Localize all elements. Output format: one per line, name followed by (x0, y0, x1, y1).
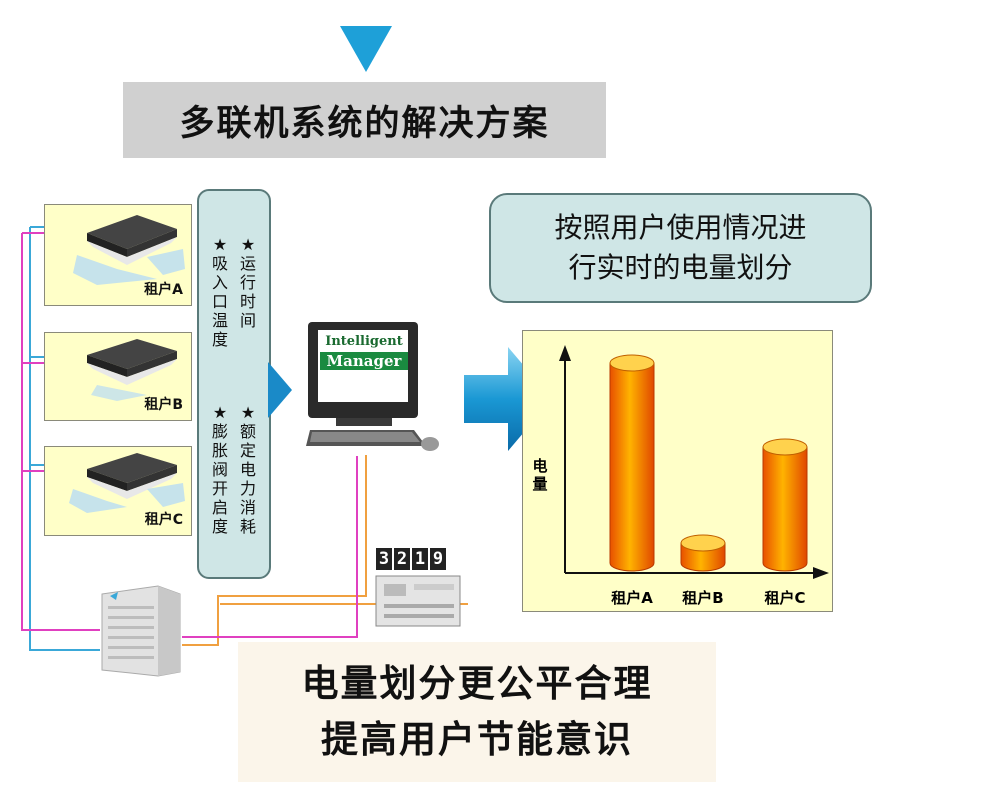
arrow-right-icon (268, 362, 292, 418)
tenant-label: 租户A (144, 282, 183, 298)
x-axis-arrow (813, 567, 829, 579)
conclusion-line1: 电量划分更公平合理 (301, 662, 653, 705)
tenant-panel-a: 租户A (44, 204, 192, 306)
page-title: 多联机系统的解决方案 (123, 82, 606, 158)
tenant-panel-b: 租户B (44, 332, 192, 421)
data-collection-panel: ★运行时间 ★吸入口温度 ★额定电力消耗 ★膨胀阀开启度 (197, 189, 271, 579)
description-line2: 行实时的电量划分 (568, 251, 793, 284)
info-column-valve-opening: ★膨胀阀开启度 (211, 403, 228, 536)
bar-1 (609, 354, 655, 572)
x-tick-label: 租户B (682, 589, 723, 607)
conclusion-line2: 提高用户节能意识 (321, 718, 633, 761)
x-tick-label: 租户A (611, 589, 653, 607)
logo-line1: Intelligent (325, 334, 403, 349)
power-meter-icon (375, 575, 461, 627)
down-arrow-icon (340, 26, 392, 72)
logo-line2: Manager (320, 352, 408, 370)
meter-digit: 9 (430, 548, 446, 570)
y-axis-label: 电量 (532, 457, 548, 493)
meter-digits: 3 2 1 9 (376, 548, 446, 570)
meter-digit: 3 (376, 548, 392, 570)
allocation-description: 按照用户使用情况进 行实时的电量划分 (489, 193, 872, 303)
conclusion-box: 电量划分更公平合理 提高用户节能意识 (238, 642, 716, 782)
ceiling-ac-unit-icon (73, 215, 185, 285)
info-column-runtime: ★运行时间 (239, 235, 256, 330)
tenant-panel-c: 租户C (44, 446, 192, 536)
bar-3 (762, 438, 808, 572)
tenant-label: 租户C (144, 512, 183, 528)
meter-digit: 1 (412, 548, 428, 570)
chart-panel: 租户A 租户B 租户C 电量 (522, 330, 833, 612)
ceiling-ac-unit-icon (69, 453, 185, 513)
x-tick-label: 租户C (764, 589, 805, 607)
power-consumption-chart: 租户A 租户B 租户C (559, 345, 829, 607)
tenant-label: 租户B (144, 397, 183, 413)
description-line1: 按照用户使用情况进 (554, 211, 807, 244)
ceiling-ac-unit-icon (87, 339, 177, 401)
outdoor-unit-icon (101, 585, 181, 677)
info-column-inlet-temp: ★吸入口温度 (211, 235, 228, 349)
info-column-rated-power: ★额定电力消耗 (239, 403, 256, 536)
y-axis-arrow (559, 345, 571, 361)
bar-2 (680, 534, 726, 572)
software-logo: Intelligent Manager (320, 334, 408, 370)
meter-digit: 2 (394, 548, 410, 570)
